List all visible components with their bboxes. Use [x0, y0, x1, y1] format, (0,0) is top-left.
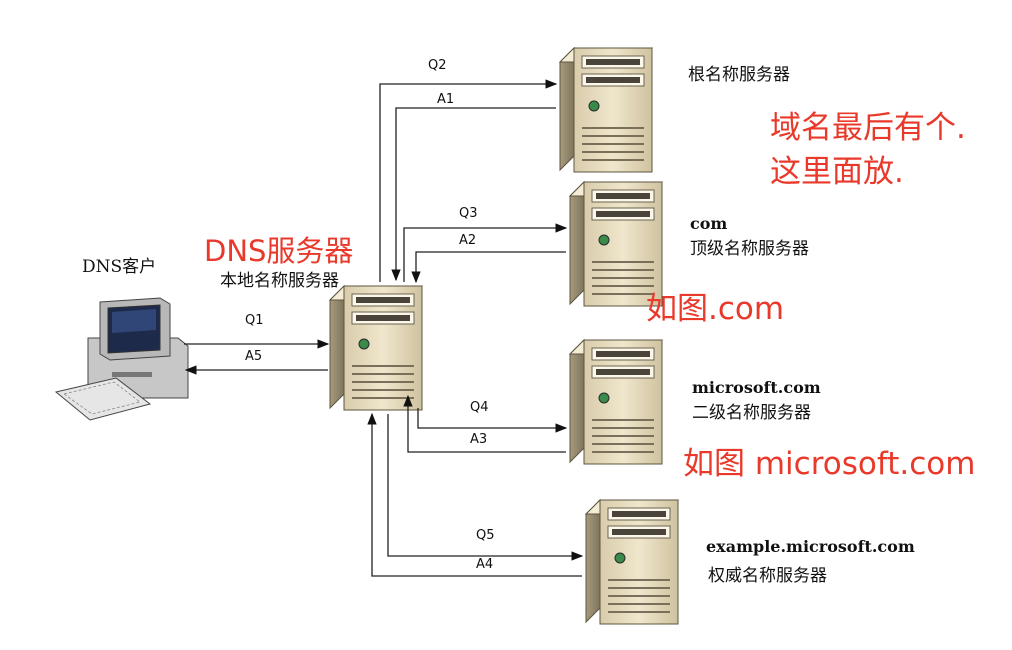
label-a5: A5 [245, 349, 263, 364]
second-level-server-icon [569, 339, 663, 465]
root-name-server-icon [559, 47, 653, 173]
label-a2: A2 [459, 233, 477, 248]
arrow-q5 [387, 414, 584, 561]
auth-server-label: 权威名称服务器 [708, 566, 827, 586]
arrow-q2 [379, 79, 558, 282]
computer-icon [54, 297, 189, 421]
label-q5: Q5 [476, 528, 495, 543]
root-server-label: 根名称服务器 [688, 65, 790, 85]
label-q1: Q1 [245, 313, 264, 328]
tld-server-label: 顶级名称服务器 [690, 239, 809, 259]
dns-server-annotation: DNS服务器 [204, 234, 354, 268]
client-label: DNS客户 [82, 257, 157, 277]
local-name-server-icon [329, 285, 423, 411]
arrow-a3 [403, 394, 566, 453]
second-domain: microsoft.com [692, 378, 821, 397]
label-a1: A1 [437, 92, 455, 107]
label-a4: A4 [476, 557, 494, 572]
label-a3: A3 [470, 432, 488, 447]
arrow-a2 [411, 251, 566, 284]
local-server-label: 本地名称服务器 [220, 271, 339, 291]
second-server-label: 二级名称服务器 [692, 403, 811, 423]
arrow-a1 [391, 107, 556, 282]
arrow-q3 [403, 223, 568, 282]
microsoft-annotation: 如图 microsoft.com [683, 446, 976, 482]
root-note-line1: 域名最后有个. [770, 110, 966, 146]
arrow-a4 [367, 412, 582, 577]
label-q2: Q2 [428, 58, 447, 73]
com-annotation: 如图.com [646, 291, 785, 327]
arrow-q4 [417, 408, 568, 433]
root-note-line2: 这里面放. [770, 154, 904, 190]
label-q4: Q4 [470, 400, 489, 415]
tld-domain: com [690, 214, 728, 233]
auth-domain: example.microsoft.com [706, 537, 915, 556]
authoritative-server-icon [585, 499, 679, 625]
label-q3: Q3 [459, 206, 478, 221]
